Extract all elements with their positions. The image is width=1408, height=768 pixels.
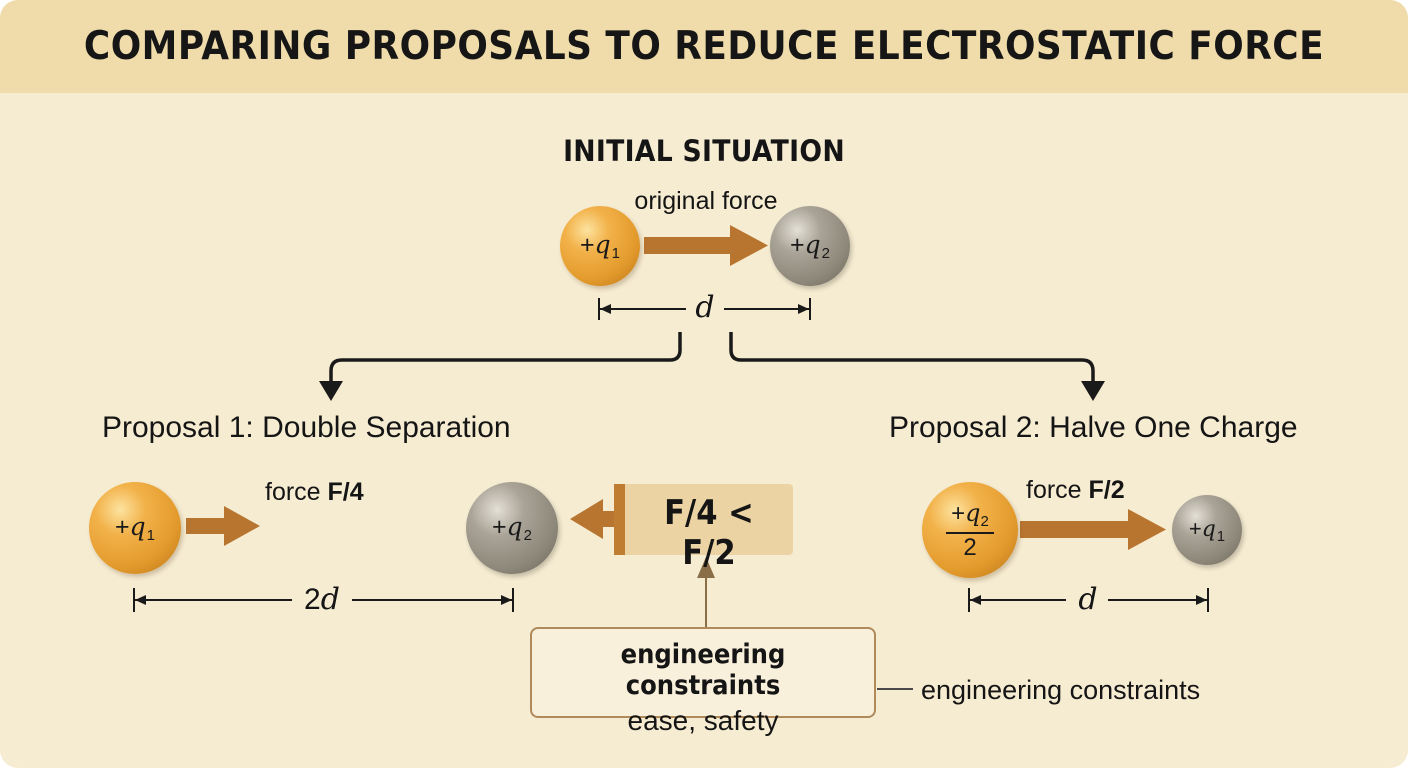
constraint-pointer-arrow: [697, 557, 715, 627]
charge-q1-initial-label: +q1: [580, 230, 620, 262]
fraction-denominator: 2: [963, 533, 977, 561]
fraction-numerator: +q2: [951, 498, 989, 530]
proposal1-force-arrow: [186, 506, 260, 546]
comparison-box-stripe: [614, 484, 625, 555]
comparison-left-arrow: [570, 499, 616, 539]
proposal1-distance-label: 2d: [304, 582, 340, 617]
branch-arrow-right: [729, 332, 1095, 384]
charge-q2-proposal1-label: +q2: [492, 512, 532, 544]
charge-q1-proposal2: +q1: [1172, 495, 1242, 565]
proposal1-heading: Proposal 1: Double Separation: [102, 411, 511, 444]
original-force-label: original force: [634, 187, 778, 215]
fraction-bar: [946, 531, 994, 534]
title-band: COMPARING PROPOSALS TO REDUCE ELECTROSTA…: [0, 0, 1408, 93]
charge-q1-proposal2-label: +q1: [1188, 515, 1226, 545]
charge-q1-initial: +q1: [560, 206, 640, 286]
charge-half-q2-proposal2: +q2 2: [922, 482, 1018, 578]
proposal2-force-label: force F/2: [1026, 476, 1125, 504]
charge-q1-proposal1-label: +q1: [115, 512, 155, 544]
engineering-constraints-box: engineering constraints ease, safety: [530, 627, 876, 736]
branch-arrow-left: [329, 332, 682, 384]
proposal2-heading: Proposal 2: Halve One Charge: [889, 411, 1298, 444]
original-force-arrow: [644, 225, 768, 266]
page-title: COMPARING PROPOSALS TO REDUCE ELECTROSTA…: [83, 24, 1325, 69]
constraints-box-detail: ease, safety: [627, 705, 779, 736]
constraints-side-label: engineering constraints: [921, 675, 1201, 705]
constraints-box-heading: engineering constraints: [620, 639, 786, 701]
comparison-text: F/4 < F/2: [664, 493, 754, 573]
proposal2-distance-indicator: [968, 588, 1209, 612]
branch-arrowhead-left: [319, 381, 343, 401]
initial-distance-label: d: [695, 290, 715, 325]
proposal2-distance-label: d: [1078, 582, 1098, 617]
comparison-box: [614, 484, 793, 555]
initial-situation-heading: INITIAL SITUATION: [563, 134, 845, 168]
half-charge-fraction: +q2 2: [946, 501, 994, 560]
proposal1-distance-indicator: [133, 588, 514, 612]
charge-q2-initial-label: +q2: [790, 230, 830, 262]
initial-distance-indicator: [598, 298, 811, 320]
charge-q1-proposal1: +q1: [89, 482, 181, 574]
charge-q2-initial: +q2: [770, 206, 850, 286]
charge-q2-proposal1: +q2: [466, 482, 558, 574]
branch-arrowhead-right: [1081, 381, 1105, 401]
proposal1-force-label: force F/4: [265, 478, 364, 506]
proposal2-force-arrow: [1020, 509, 1166, 550]
